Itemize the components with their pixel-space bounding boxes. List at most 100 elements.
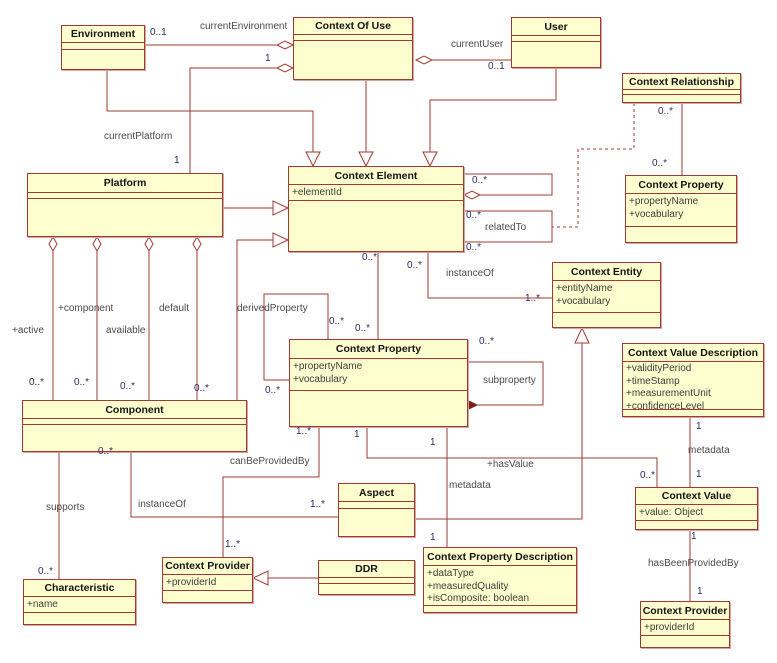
multiplicity-label: 1..* [310,499,326,510]
class-title: Context Value [661,490,732,502]
edge-generalization-platform-element [223,200,290,216]
edge-generalization-environment-element [106,70,321,168]
generalization-arrow [272,200,290,216]
class-title: Environment [70,28,136,40]
class-title: User [544,20,568,33]
multiplicity-label: 0..* [194,383,210,394]
edge-current-platform [189,63,295,173]
edge-current-user [414,55,511,65]
role-label: hasBeenProvidedBy [648,558,739,569]
attribute-compartment: +propertyName+vocabulary [290,358,467,390]
class-box-context-relationship: Context Relationship [622,73,741,103]
class-title: DDR [355,563,378,575]
multiplicity-label: 1..* [225,539,241,550]
class-title: Context Provider [642,604,728,617]
multiplicity-label: 1 [696,421,702,432]
multiplicity-label: 1 [265,53,271,64]
role-label: currentPlatform [104,131,173,142]
edge-generalization-component-element [236,232,290,400]
class-box-context-value: Context Value +value: Object [635,487,758,530]
multiplicity-label: 0..* [640,470,656,481]
edge-platform-component-active [48,235,58,400]
aggregation-diamond [144,235,154,253]
attribute-compartment: +name [24,596,135,612]
class-title: Characteristic [44,582,115,594]
role-label: instanceOf [446,268,494,279]
multiplicity-label: 0..* [98,446,114,457]
role-label: subproperty [483,375,536,386]
attribute-compartment: +dataType+measuredQuality+isComposite: b… [424,565,576,605]
multiplicity-label: 0..* [329,316,345,327]
generalization-arrow [305,151,321,168]
attribute-compartment: +providerId [641,619,729,635]
multiplicity-label: 0..* [466,242,482,253]
attribute-compartment: +entityName+vocabulary [553,280,660,312]
multiplicity-label: 0..* [362,252,378,263]
multiplicity-label: 0..* [472,175,488,186]
class-title: Context Relationship [628,75,734,88]
role-label: +active [12,325,44,336]
class-box-context-provider-bottom: Context Provider +providerId [640,601,730,648]
edge-platform-component-default [192,235,202,400]
role-label: supports [46,502,85,513]
multiplicity-label: 1..* [296,426,312,437]
role-label: instanceOf [138,499,186,510]
class-box-platform: Platform [27,173,223,237]
role-label: default [159,303,190,314]
generalization-arrow [272,232,290,248]
generalization-arrow [251,570,269,586]
class-box-environment: Environment [61,25,145,70]
edge-has-value [366,427,658,487]
class-box-context-value-description: Context Value Description +validityPerio… [622,343,764,417]
edge-instanceof-element-entity [427,252,552,299]
class-title: Aspect [358,486,394,499]
class-title: Context Property [638,178,724,191]
multiplicity-label: 0..1 [150,27,167,38]
class-box-context-property: Context Property +propertyName+vocabular… [289,339,468,427]
role-label: currentUser [451,39,504,50]
multiplicity-label: 1 [697,586,703,597]
aggregation-diamond [192,235,202,253]
multiplicity-label: 0..* [466,210,482,221]
class-title: Context Value Description [627,346,759,359]
class-title: Component [105,403,164,416]
multiplicity-label: 1..* [525,293,541,304]
class-title: Context Element [334,169,418,182]
edge-generalization-aspect-entity [415,326,590,520]
role-label: derivedProperty [237,303,308,314]
role-label: metadata [449,480,491,491]
attribute-compartment: +validityPeriod+timeStamp+measurementUni… [623,361,763,412]
attribute-compartment: +providerId [163,574,252,590]
multiplicity-label: 0..1 [488,61,505,72]
role-label: metadata [688,445,730,456]
generalization-arrow [574,326,590,344]
attribute-compartment: +value: Object [636,504,757,520]
generalization-arrow [422,151,438,168]
class-box-context-element: Context Element +elementId [288,166,464,252]
edge-generalization-user-element [422,68,557,168]
multiplicity-label: 1 [174,155,180,166]
class-box-context-entity: Context Entity +entityName+vocabulary [552,262,661,328]
multiplicity-label: 0..* [652,158,668,169]
role-label: +component [58,303,114,314]
role-label: +hasValue [487,459,534,470]
edge-generalization-contextofuse-element [358,80,374,168]
class-box-context-property-right: Context Property +propertyName+vocabular… [625,175,737,243]
multiplicity-label: 1 [430,532,436,543]
attribute-compartment: +elementId [289,184,463,200]
multiplicity-label: 0..* [407,260,423,271]
edge-relationship-link [552,103,635,228]
aggregation-diamond [414,55,434,65]
multiplicity-label: 0..* [120,381,136,392]
attribute-compartment: +propertyName+vocabulary [626,193,736,226]
edge-generalization-ddr-provider [251,570,318,586]
multiplicity-label: 0..* [74,377,90,388]
class-box-context-of-use: Context Of Use [293,17,413,80]
class-title: Context Property Description [427,550,573,563]
edge-can-be-provided-by [222,427,320,557]
class-box-aspect: Aspect [338,483,415,537]
class-box-ddr: DDR [318,560,415,595]
class-title: Platform [103,177,147,189]
multiplicity-label: 0..* [479,336,495,347]
